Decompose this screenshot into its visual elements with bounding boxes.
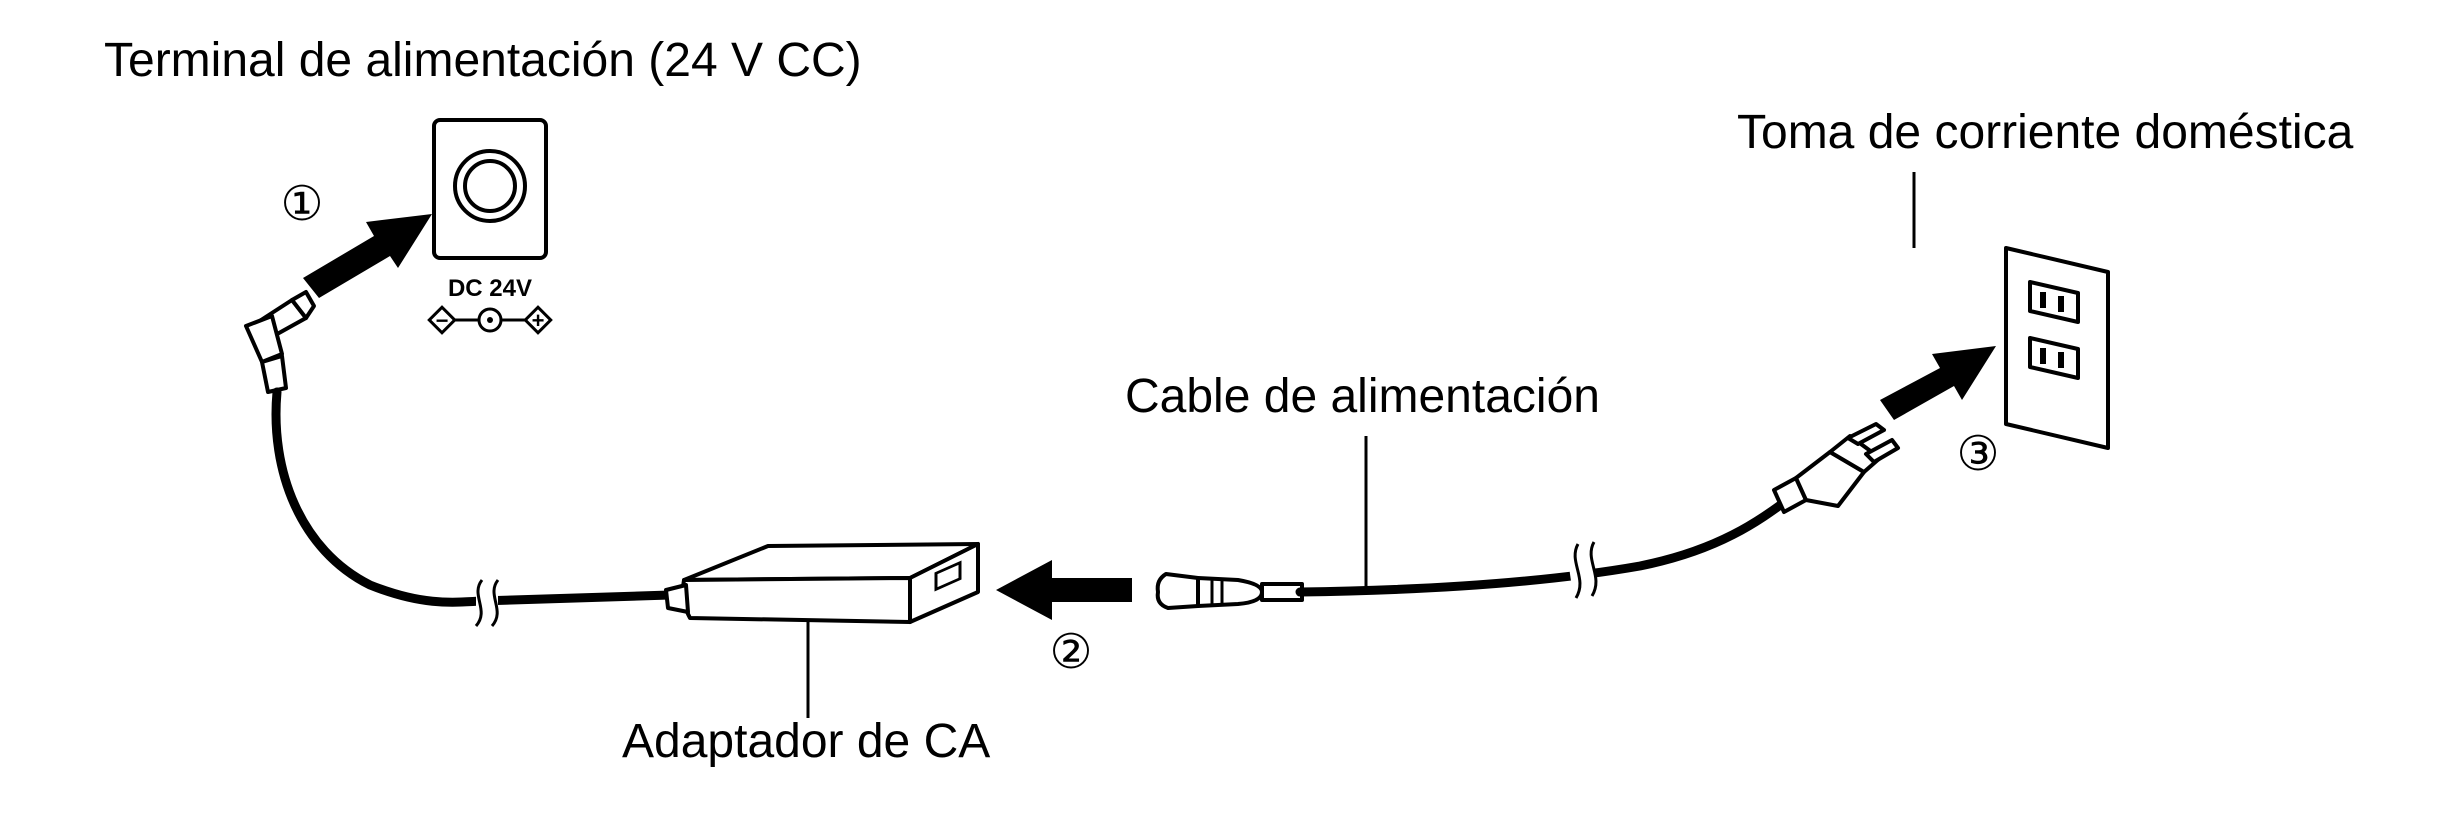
step-3-arrow bbox=[1880, 346, 1996, 420]
ac-adapter bbox=[664, 542, 980, 624]
polarity-minus: − bbox=[436, 308, 449, 333]
step-2-number: ② bbox=[1049, 626, 1092, 679]
dc-cable-break-mark bbox=[474, 579, 500, 627]
step-1-number: ① bbox=[280, 178, 323, 231]
step-3-number: ③ bbox=[1956, 428, 1999, 481]
power-cable-label: Cable de alimentación bbox=[1125, 370, 1600, 423]
wall-outlet bbox=[2004, 246, 2110, 450]
dc-output-cable bbox=[271, 387, 675, 607]
power-cable-connector bbox=[1155, 572, 1304, 610]
wall-plug bbox=[1772, 422, 1900, 514]
power-cable-break-mark bbox=[1567, 541, 1598, 599]
power-terminal-label: Terminal de alimentación (24 V CC) bbox=[104, 34, 862, 87]
dc-plug bbox=[244, 290, 316, 394]
ac-adapter-label: Adaptador de CA bbox=[622, 715, 990, 768]
ac-power-cable bbox=[1295, 493, 1795, 597]
household-outlet-label: Toma de corriente doméstica bbox=[1737, 106, 2354, 159]
dc-jack-rating: DC 24V bbox=[448, 275, 532, 302]
dc-jack: DC 24V − + bbox=[427, 118, 553, 335]
step-2-arrow bbox=[996, 560, 1132, 620]
polarity-symbol: − + bbox=[427, 305, 553, 335]
dc-jack-socket-inner bbox=[463, 159, 517, 213]
polarity-plus: + bbox=[532, 308, 545, 333]
step-1-arrow bbox=[303, 214, 432, 298]
